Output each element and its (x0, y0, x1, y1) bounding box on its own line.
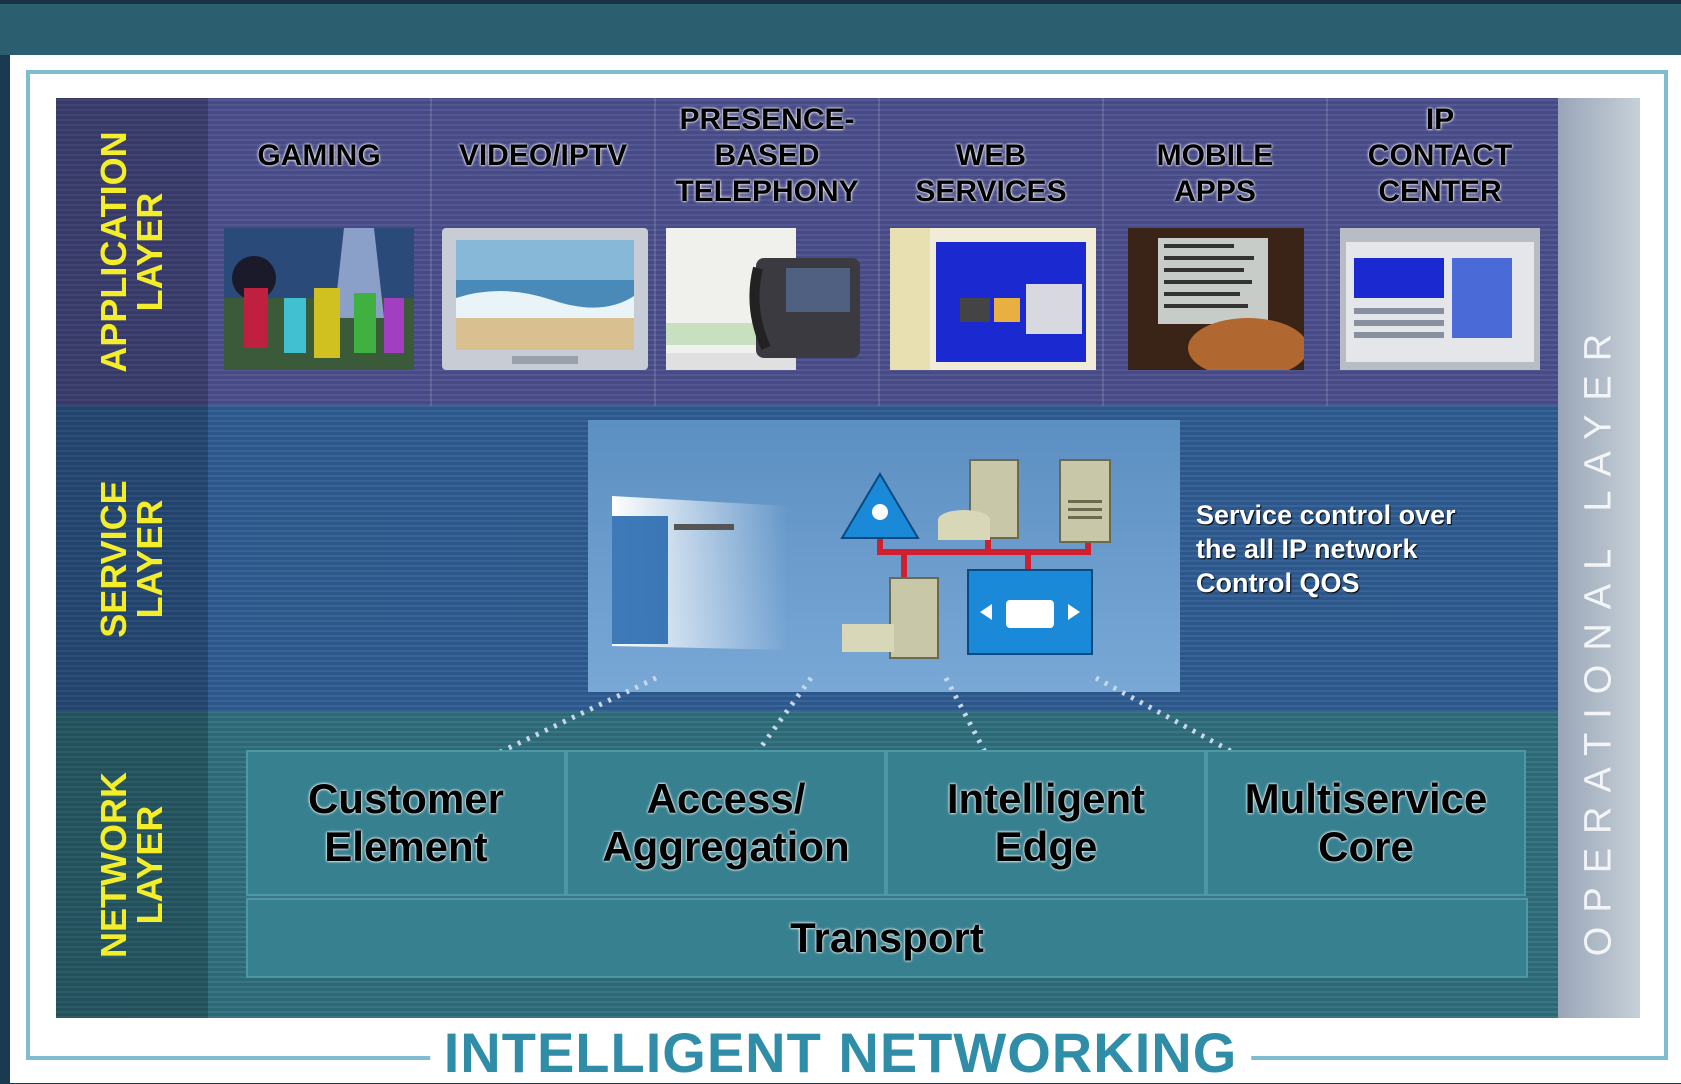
router-icon (840, 472, 920, 539)
tv-beach-screenshot-icon (442, 228, 648, 370)
app-gaming: GAMING (208, 98, 432, 406)
connector-dotted-lines (494, 675, 1238, 757)
web-portal-screenshot-icon (890, 228, 1096, 370)
mobile-device-screenshot-icon (1128, 228, 1304, 370)
registration-window-icon (612, 496, 788, 650)
service-control-panel (588, 420, 1180, 692)
network-box-multiservice-core: Multiservice Core (1206, 750, 1526, 896)
top-bar (0, 0, 1681, 55)
operational-layer-band: OPERATIONAL LAYER (1558, 98, 1640, 1018)
server-icon (938, 459, 1019, 540)
application-layer-label-column: APPLICATION LAYER (56, 98, 208, 406)
network-box-access-aggregation: Access/ Aggregation (566, 750, 886, 896)
app-ip-contact-center: IP CONTACT CENTER (1328, 98, 1552, 406)
service-layer-label: SERVICE LAYER (93, 480, 170, 638)
contact-center-screenshot-icon (1340, 228, 1540, 370)
network-layer-label: NETWORK LAYER (93, 772, 170, 958)
ip-phone-screenshot-icon (666, 228, 866, 370)
database-server-icon (842, 577, 939, 659)
application-layer-band: APPLICATION LAYER GAMING VIDEO/IPTV (56, 98, 1558, 406)
diagram-title: INTELLIGENT NETWORKING (429, 1022, 1252, 1083)
app-title: PRESENCE- BASED TELEPHONY (675, 103, 859, 208)
server-tower-icon (1059, 459, 1111, 543)
call-manager-icon (967, 569, 1093, 655)
service-layer-label-column: SERVICE LAYER (56, 406, 208, 712)
app-presence-telephony: PRESENCE- BASED TELEPHONY (656, 98, 880, 406)
app-mobile-apps: MOBILE APPS (1104, 98, 1328, 406)
gaming-screenshot-icon (224, 228, 414, 370)
app-title: VIDEO/IPTV (458, 139, 628, 172)
app-title: WEB SERVICES (915, 139, 1067, 208)
network-layer-label-column: NETWORK LAYER (56, 712, 208, 1018)
app-web-services: WEB SERVICES (880, 98, 1104, 406)
app-title: MOBILE APPS (1156, 139, 1274, 208)
network-box-intelligent-edge: Intelligent Edge (886, 750, 1206, 896)
application-layer-label: APPLICATION LAYER (93, 131, 170, 373)
service-control-description: Service control over the all IP network … (1196, 500, 1456, 598)
footer: INTELLIGENT NETWORKING (0, 1022, 1681, 1083)
app-video-iptv: VIDEO/IPTV (432, 98, 656, 406)
operational-layer-label: OPERATIONAL LAYER (1577, 319, 1620, 957)
network-box-customer-element: Customer Element (246, 750, 566, 896)
app-title: GAMING (257, 139, 381, 172)
app-title: IP CONTACT CENTER (1367, 103, 1513, 208)
network-box-transport: Transport (246, 898, 1528, 978)
layer-diagram: APPLICATION LAYER GAMING VIDEO/IPTV (56, 98, 1643, 1020)
